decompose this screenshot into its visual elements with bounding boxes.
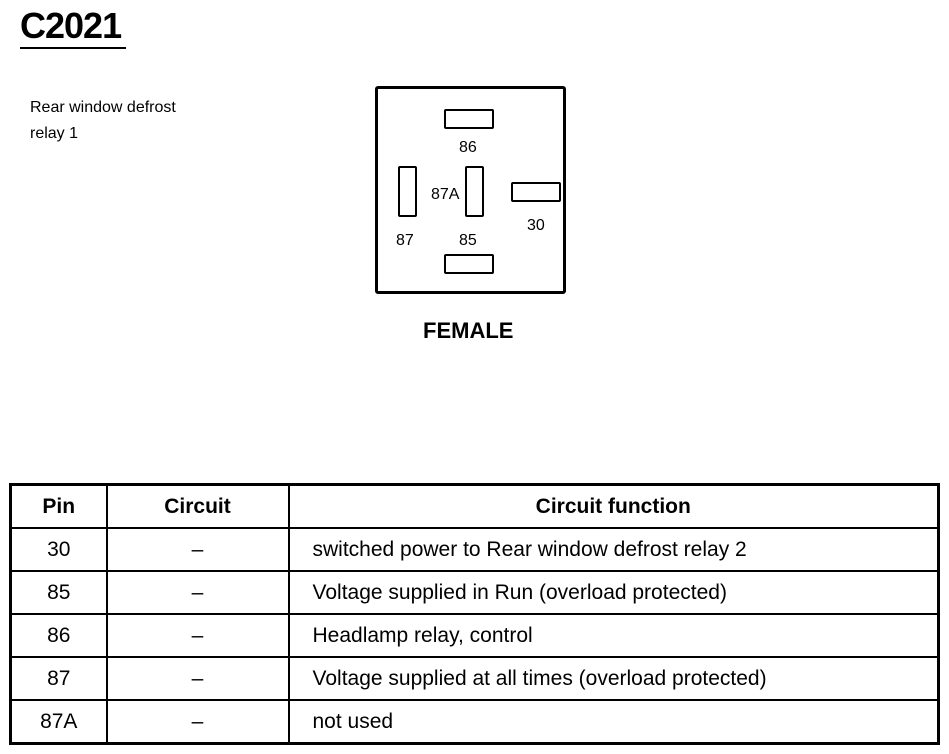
cell-circuit: –	[105, 570, 290, 615]
connector-description: Rear window defrost relay 1	[30, 95, 230, 147]
header-circuit: Circuit	[105, 483, 290, 529]
table-row: 85 – Voltage supplied in Run (overload p…	[9, 570, 940, 615]
pin-slot-87	[398, 166, 417, 217]
pin-label-85: 85	[459, 232, 477, 249]
table-row: 30 – switched power to Rear window defro…	[9, 527, 940, 572]
connector-gender-label: FEMALE	[423, 318, 514, 343]
header-pin: Pin	[9, 483, 108, 529]
relay-connector-face: 86 87 87A 85 30	[375, 86, 566, 294]
cell-pin: 86	[9, 613, 108, 658]
pin-label-87: 87	[396, 232, 414, 249]
header-circuit-function: Circuit function	[287, 483, 940, 529]
cell-pin: 87A	[9, 699, 108, 745]
pin-label-30: 30	[527, 217, 545, 234]
pin-slot-87a	[444, 254, 494, 274]
description-line-2: relay 1	[30, 125, 79, 142]
cell-pin: 85	[9, 570, 108, 615]
cell-circuit: –	[105, 699, 290, 745]
title-underline	[20, 47, 126, 49]
pin-slot-85	[465, 166, 484, 217]
description-line-1: Rear window defrost	[30, 99, 176, 116]
pin-slot-86	[444, 109, 494, 129]
connector-title: C2021	[20, 5, 122, 46]
pin-slot-30	[511, 182, 561, 202]
pin-label-86: 86	[459, 139, 477, 156]
cell-pin: 30	[9, 527, 108, 572]
pin-label-87a: 87A	[431, 186, 460, 203]
table-row: 87 – Voltage supplied at all times (over…	[9, 656, 940, 701]
cell-function: switched power to Rear window defrost re…	[287, 527, 940, 572]
cell-circuit: –	[105, 656, 290, 701]
table-row: 86 – Headlamp relay, control	[9, 613, 940, 658]
cell-circuit: –	[105, 527, 290, 572]
table-row: 87A – not used	[9, 699, 940, 745]
cell-function: not used	[287, 699, 940, 745]
pin-table: Pin Circuit Circuit function 30 – switch…	[9, 483, 940, 745]
cell-circuit: –	[105, 613, 290, 658]
cell-function: Voltage supplied at all times (overload …	[287, 656, 940, 701]
cell-pin: 87	[9, 656, 108, 701]
cell-function: Voltage supplied in Run (overload protec…	[287, 570, 940, 615]
cell-function: Headlamp relay, control	[287, 613, 940, 658]
table-header-row: Pin Circuit Circuit function	[9, 483, 940, 529]
